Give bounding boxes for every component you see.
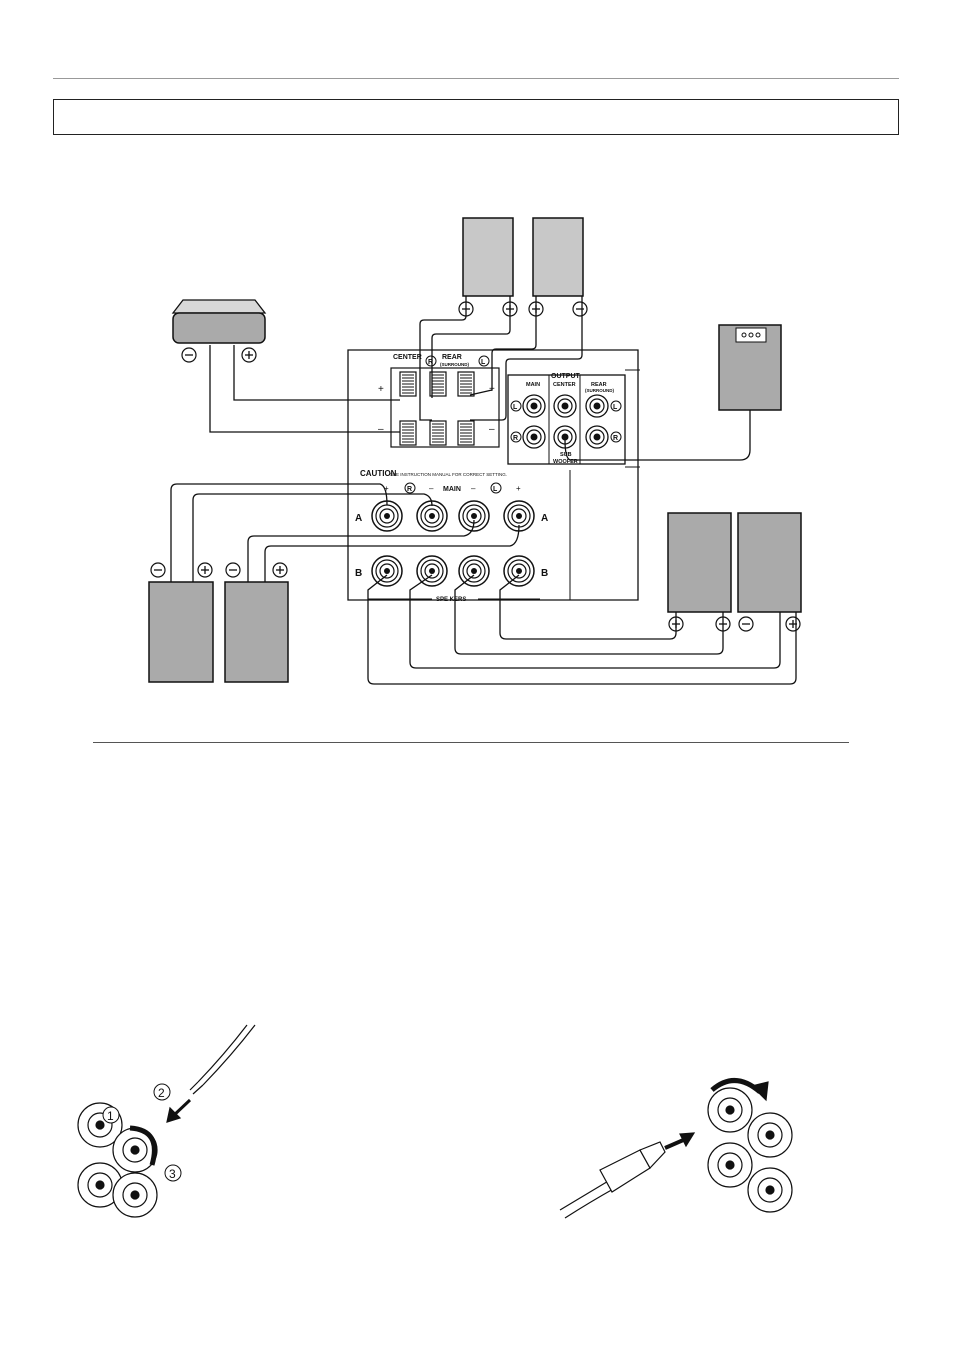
minus-icon bbox=[181, 347, 197, 363]
main-speaker-b-left bbox=[667, 512, 732, 613]
main-a-right-plus-post[interactable] bbox=[371, 500, 403, 532]
main-label: MAIN bbox=[443, 486, 461, 493]
row-b-right-label: B bbox=[541, 568, 548, 579]
step-3-label: 3 bbox=[169, 1167, 176, 1181]
subwoofer bbox=[718, 324, 782, 411]
a-plus-sign: + bbox=[384, 484, 389, 493]
middle-rule bbox=[93, 742, 849, 743]
top-rule bbox=[53, 78, 899, 79]
a-r-label: R bbox=[407, 486, 412, 493]
rear-speaker-left bbox=[532, 217, 584, 297]
rear-l-label: L bbox=[481, 359, 486, 366]
rear-col-sub-label: (SURROUND) bbox=[585, 388, 614, 393]
receiver-back-panel bbox=[347, 349, 640, 601]
caution-label: CAUTION bbox=[360, 469, 397, 478]
rear-plus-sign: + bbox=[489, 384, 495, 395]
rear-speaker-right bbox=[462, 217, 514, 297]
center-col-label: CENTER bbox=[553, 382, 576, 388]
banana-plug-illustration bbox=[559, 1078, 793, 1219]
rear-out-r-label: R bbox=[613, 435, 618, 442]
step-3-badge bbox=[164, 1164, 182, 1182]
center-out-jack[interactable] bbox=[553, 394, 577, 418]
step-1-label: 1 bbox=[107, 1109, 114, 1123]
minus-icon bbox=[150, 562, 166, 578]
step-1-badge bbox=[102, 1106, 120, 1124]
a-minus-sign: – bbox=[429, 484, 434, 493]
rear-r-label: R bbox=[428, 359, 433, 366]
rear-left-minus-terminal[interactable] bbox=[457, 420, 475, 446]
rear-label: REAR bbox=[442, 354, 462, 361]
bare-wire-illustration bbox=[77, 1024, 256, 1218]
plus-icon bbox=[272, 562, 288, 578]
main-out-right-jack[interactable] bbox=[522, 425, 546, 449]
a-minus-sign-2: – bbox=[471, 484, 476, 493]
speaker-wires bbox=[170, 296, 797, 685]
main-speaker-a-right bbox=[148, 581, 214, 683]
sub-label: SUB bbox=[560, 452, 572, 458]
plus-icon bbox=[785, 616, 801, 632]
main-speaker-b-right bbox=[737, 512, 802, 613]
rear-out-left-jack[interactable] bbox=[585, 394, 609, 418]
center-minus-terminal[interactable] bbox=[399, 420, 417, 446]
out-l-label: L bbox=[513, 404, 518, 411]
main-b-left-minus-post[interactable] bbox=[458, 555, 490, 587]
woofer-label: WOOFER bbox=[553, 459, 578, 465]
main-speaker-a-left bbox=[224, 581, 289, 683]
center-minus-sign: – bbox=[378, 424, 384, 435]
main-a-left-minus-post[interactable] bbox=[458, 500, 490, 532]
row-b-left-label: B bbox=[355, 568, 362, 579]
rear-out-right-jack[interactable] bbox=[585, 425, 609, 449]
main-out-left-jack[interactable] bbox=[522, 394, 546, 418]
center-speaker bbox=[171, 299, 267, 344]
speakers-label: SPE KERS bbox=[436, 597, 466, 603]
main-col-label: MAIN bbox=[526, 382, 540, 388]
minus-icon bbox=[572, 301, 588, 317]
main-b-left-plus-post[interactable] bbox=[503, 555, 535, 587]
minus-icon bbox=[225, 562, 241, 578]
a-l-label: L bbox=[493, 486, 498, 493]
minus-icon bbox=[738, 616, 754, 632]
caution-text: SEE INSTRUCTION MANUAL FOR CORRECT SETTI… bbox=[390, 472, 507, 477]
row-a-right-label: A bbox=[541, 513, 548, 524]
center-plus-sign: + bbox=[378, 384, 384, 395]
main-b-right-plus-post[interactable] bbox=[371, 555, 403, 587]
step-2-badge bbox=[153, 1083, 171, 1101]
center-plus-terminal[interactable] bbox=[399, 371, 417, 397]
a-plus-sign-2: + bbox=[516, 484, 521, 493]
out-r-label: R bbox=[513, 435, 518, 442]
rear-out-l-label: L bbox=[613, 404, 618, 411]
rear-left-plus-terminal[interactable] bbox=[457, 371, 475, 397]
surround-label: (SURROUND) bbox=[440, 362, 469, 367]
center-label: CENTER bbox=[393, 354, 422, 361]
row-a-left-label: A bbox=[355, 513, 362, 524]
output-label: OUTPUT bbox=[551, 373, 581, 380]
rear-col-label: REAR bbox=[591, 382, 607, 388]
section-title-box bbox=[53, 99, 899, 135]
rear-right-minus-terminal[interactable] bbox=[429, 420, 447, 446]
step-2-label: 2 bbox=[158, 1086, 165, 1100]
plus-icon bbox=[241, 347, 257, 363]
rear-minus-sign: – bbox=[489, 424, 495, 435]
plus-icon bbox=[197, 562, 213, 578]
